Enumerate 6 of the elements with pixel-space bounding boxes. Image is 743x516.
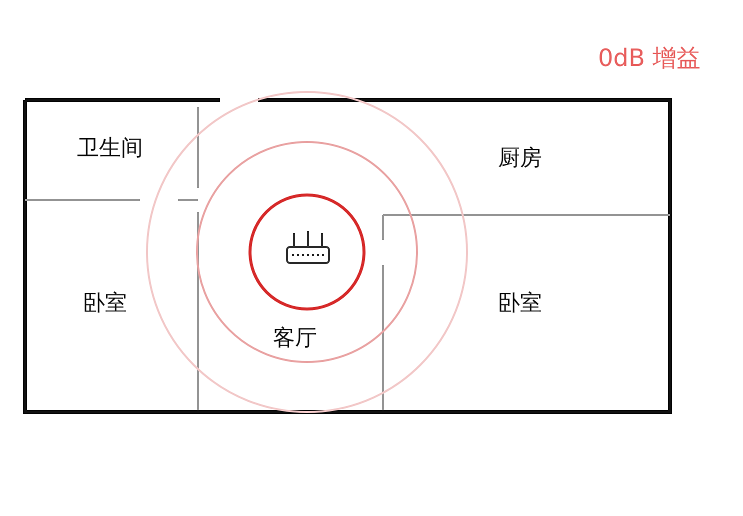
room-label: 卧室 <box>460 280 580 325</box>
title: 0dB 增益 <box>598 43 701 74</box>
room-label: 卫生间 <box>40 125 180 170</box>
room-label: 卧室 <box>50 280 160 325</box>
room-label: 客厅 <box>245 315 345 360</box>
room-label: 厨房 <box>460 135 580 180</box>
